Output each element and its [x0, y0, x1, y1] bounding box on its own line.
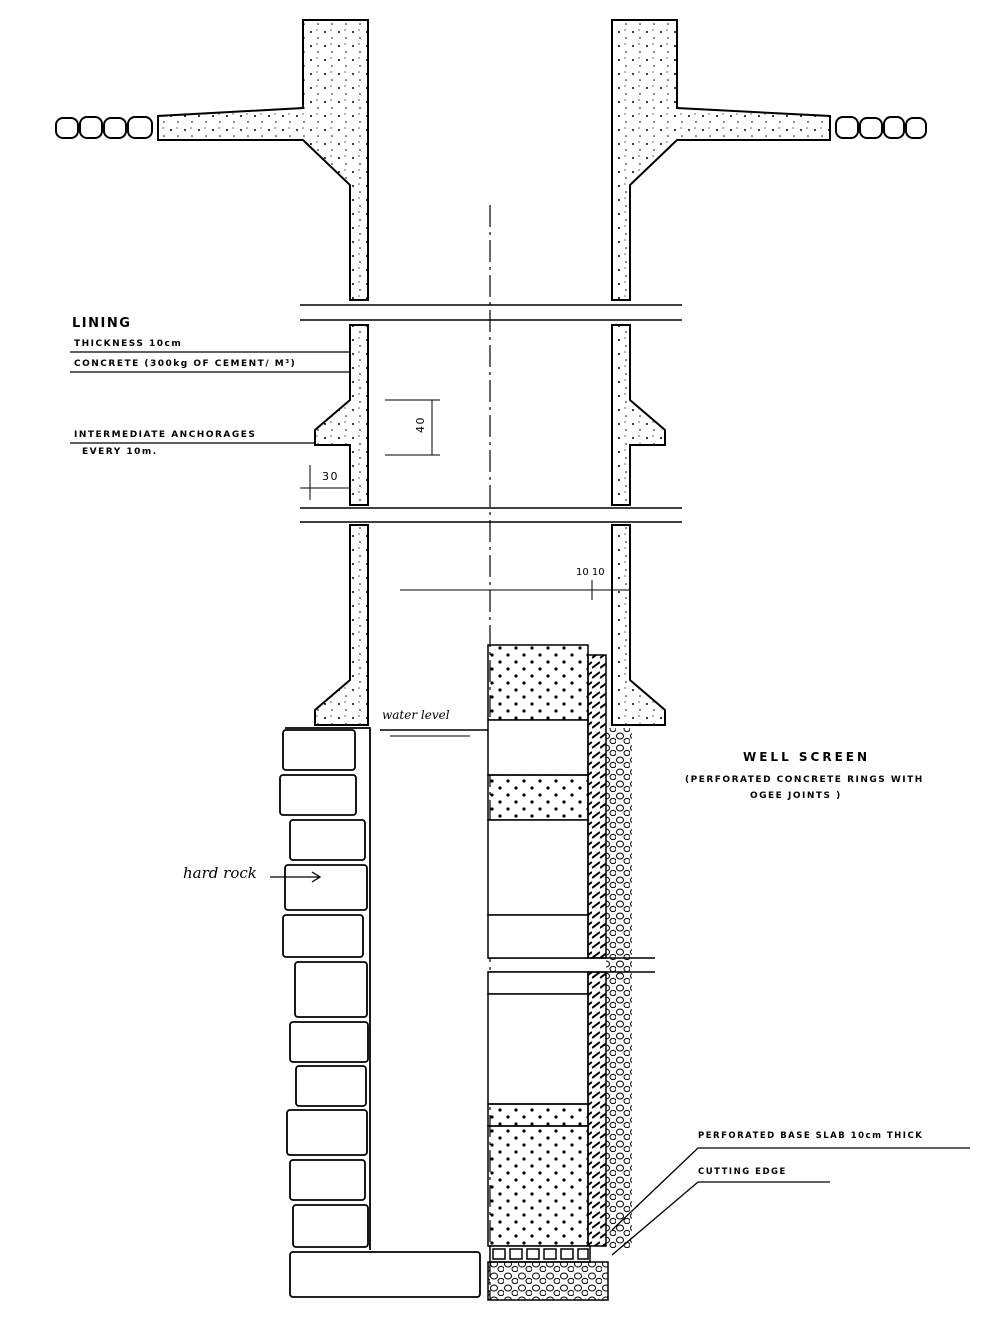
well-screen-title: WELL SCREEN: [743, 750, 871, 764]
dimension-10-10: 10 10: [576, 567, 605, 578]
dimension-lines: [300, 399, 630, 600]
dimension-30: 30: [322, 470, 339, 483]
base-slab-label: PERFORATED BASE SLAB 10cm THICK: [698, 1131, 924, 1141]
anchorages-label: INTERMEDIATE ANCHORAGES: [74, 430, 257, 440]
rock-strata: [279, 727, 481, 1298]
left-lining-lower: [314, 524, 369, 726]
right-lining-mid: [611, 324, 666, 506]
right-lining-lower: [611, 524, 666, 726]
well-screen-rings: [487, 644, 607, 1247]
well-screen-desc-1: (PERFORATED CONCRETE RINGS WITH: [685, 775, 924, 785]
left-lining-mid: [314, 324, 369, 506]
leader-lines: [70, 351, 970, 1256]
lining-concrete-label: CONCRETE (300kg OF CEMENT/ M³): [74, 359, 297, 369]
stones-left: [55, 116, 153, 139]
water-level-label: water level: [382, 708, 450, 722]
well-screen-desc-2: OGEE JOINTS ): [750, 791, 842, 801]
gravel-pack: [606, 728, 632, 1248]
anchorages-every-label: EVERY 10m.: [82, 447, 158, 457]
lining-title: LINING: [72, 316, 132, 331]
lining-thickness-label: THICKNESS 10cm: [74, 339, 183, 349]
stones-right: [835, 116, 927, 139]
right-lining: [611, 19, 831, 301]
dimension-40: 40: [414, 416, 427, 433]
hard-rock-label: hard rock: [183, 864, 257, 882]
left-lining: [157, 19, 369, 301]
base-slab-blocks: [492, 1248, 589, 1260]
cutting-edge-label: CUTTING EDGE: [698, 1167, 787, 1177]
cutting-edge: [487, 1261, 609, 1301]
